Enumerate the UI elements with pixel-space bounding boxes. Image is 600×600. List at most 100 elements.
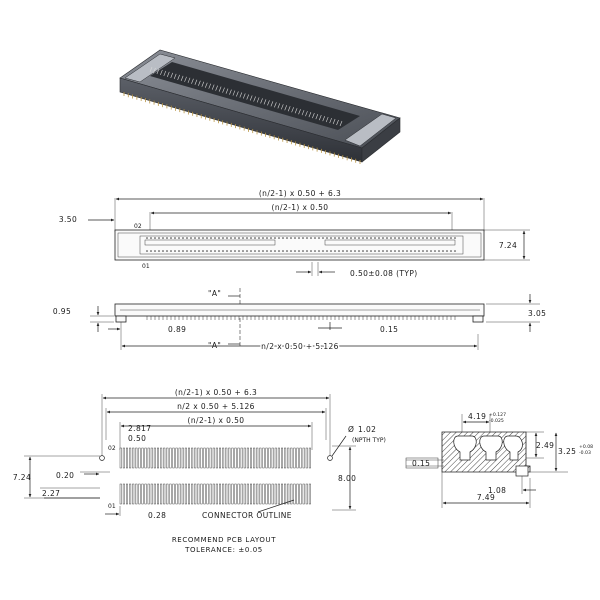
- pcb-pad: [147, 483, 150, 505]
- iso-contact: [277, 103, 281, 109]
- top-pin: [262, 237, 264, 239]
- top-pin: [190, 250, 192, 252]
- isometric-view: [119, 49, 401, 164]
- pcb-layout-title: RECOMMEND PCB LAYOUT: [172, 536, 276, 544]
- top-pitch-dimension: 0.50±0.08 (TYP): [350, 269, 418, 278]
- top-pin: [414, 250, 416, 252]
- pcb-pad: [222, 447, 225, 469]
- pcb-pad: [209, 483, 212, 505]
- pcb-pad: [209, 447, 212, 469]
- top-pin: [198, 237, 200, 239]
- pcb-pad: [178, 447, 181, 469]
- pcb-pad: [203, 483, 206, 505]
- pcb-pad: [125, 447, 128, 469]
- pcb-pad: [197, 447, 200, 469]
- iso-contact: [280, 104, 284, 110]
- pcb-hole-note: (NPTH TYP): [352, 437, 386, 444]
- pcb-pad: [178, 483, 181, 505]
- pcb-right-height-dimension: 8.00: [338, 474, 356, 483]
- top-pin: [178, 237, 180, 239]
- pcb-pad: [237, 447, 240, 469]
- iso-contact: [329, 117, 332, 124]
- top-pin: [438, 237, 440, 239]
- iso-contact: [156, 68, 160, 75]
- top-pin: [402, 237, 404, 239]
- top-pin: [242, 237, 244, 239]
- pcb-pad: [144, 483, 147, 505]
- pcb-pad: [150, 483, 153, 505]
- top-pin: [358, 250, 360, 252]
- pcb-pad: [228, 483, 231, 505]
- top-pin: [258, 237, 260, 239]
- top-pin: [274, 237, 276, 239]
- top-pin: [246, 237, 248, 239]
- top-pin: [266, 237, 268, 239]
- pcb-pad: [184, 447, 187, 469]
- top-pin: [242, 250, 244, 252]
- top-pin: [146, 250, 148, 252]
- pcb-pad: [256, 447, 259, 469]
- pcb-pad-length-dimension: 0.28: [148, 511, 166, 520]
- pcb-pad: [187, 483, 190, 505]
- top-pin: [194, 237, 196, 239]
- pcb-pitch-dimension: 0.50: [128, 434, 146, 443]
- top-view: (n/2-1) x 0.50 + 6.3 (n/2-1) x 0.50 3.50…: [59, 189, 530, 278]
- top-pin: [358, 237, 360, 239]
- iso-contact: [215, 85, 218, 91]
- top-pin: [450, 237, 452, 239]
- pcb-pad: [265, 483, 268, 505]
- top-pin: [390, 237, 392, 239]
- pcb-pad: [271, 483, 274, 505]
- top-pin: [246, 250, 248, 252]
- pcb-pad: [184, 483, 187, 505]
- pcb-pad: [197, 483, 200, 505]
- pcb-pad: [249, 447, 252, 469]
- top-pin: [394, 250, 396, 252]
- pcb-pad: [153, 447, 156, 469]
- top-pin: [238, 250, 240, 252]
- iso-contact: [294, 108, 298, 114]
- pcb-row-offset-dimension: 2.27: [42, 489, 60, 498]
- pcb-pad: [243, 483, 246, 505]
- top-pin: [310, 250, 312, 252]
- section-height-dimension: 3.25: [558, 447, 576, 456]
- iso-contact: [274, 102, 277, 108]
- top-pin: [382, 237, 384, 239]
- top-pin: [166, 250, 168, 252]
- top-pin: [326, 250, 328, 252]
- pcb-pin1-label: 01: [108, 503, 116, 510]
- pcb-pad: [141, 483, 144, 505]
- top-pin: [302, 250, 304, 252]
- pcb-pad: [172, 447, 175, 469]
- pcb-pad: [212, 483, 215, 505]
- top-pin: [370, 237, 372, 239]
- iso-contact: [246, 94, 250, 100]
- pcb-connector-outline-label: CONNECTOR OUTLINE: [202, 511, 292, 520]
- top-pin: [362, 237, 364, 239]
- pcb-pin2-label: 02: [108, 445, 116, 452]
- pcb-pad: [194, 483, 197, 505]
- top-pin: [398, 250, 400, 252]
- side-height-dimension: 0.95: [53, 307, 71, 316]
- top-pin: [322, 250, 324, 252]
- iso-contact: [332, 118, 336, 125]
- iso-contact: [166, 71, 170, 78]
- pcb-pad: [225, 483, 228, 505]
- top-pin: [174, 237, 176, 239]
- top-pin2-label: 02: [134, 223, 142, 230]
- top-pin: [182, 250, 184, 252]
- top-pin: [342, 237, 344, 239]
- top-pin: [170, 250, 172, 252]
- top-pin: [286, 250, 288, 252]
- top-pin: [290, 250, 292, 252]
- pcb-overall-dimension: (n/2-1) x 0.50 + 6.3: [175, 388, 257, 397]
- iso-contact: [204, 82, 208, 88]
- top-pin: [162, 250, 164, 252]
- top-pin: [454, 250, 456, 252]
- top-pin: [190, 237, 192, 239]
- npth-hole-left: [99, 455, 105, 461]
- pcb-pad: [135, 447, 138, 469]
- top-pin: [202, 250, 204, 252]
- side-length-dimension: n/2 x 0.50 + 5.126: [261, 342, 339, 351]
- pcb-pad: [144, 447, 147, 469]
